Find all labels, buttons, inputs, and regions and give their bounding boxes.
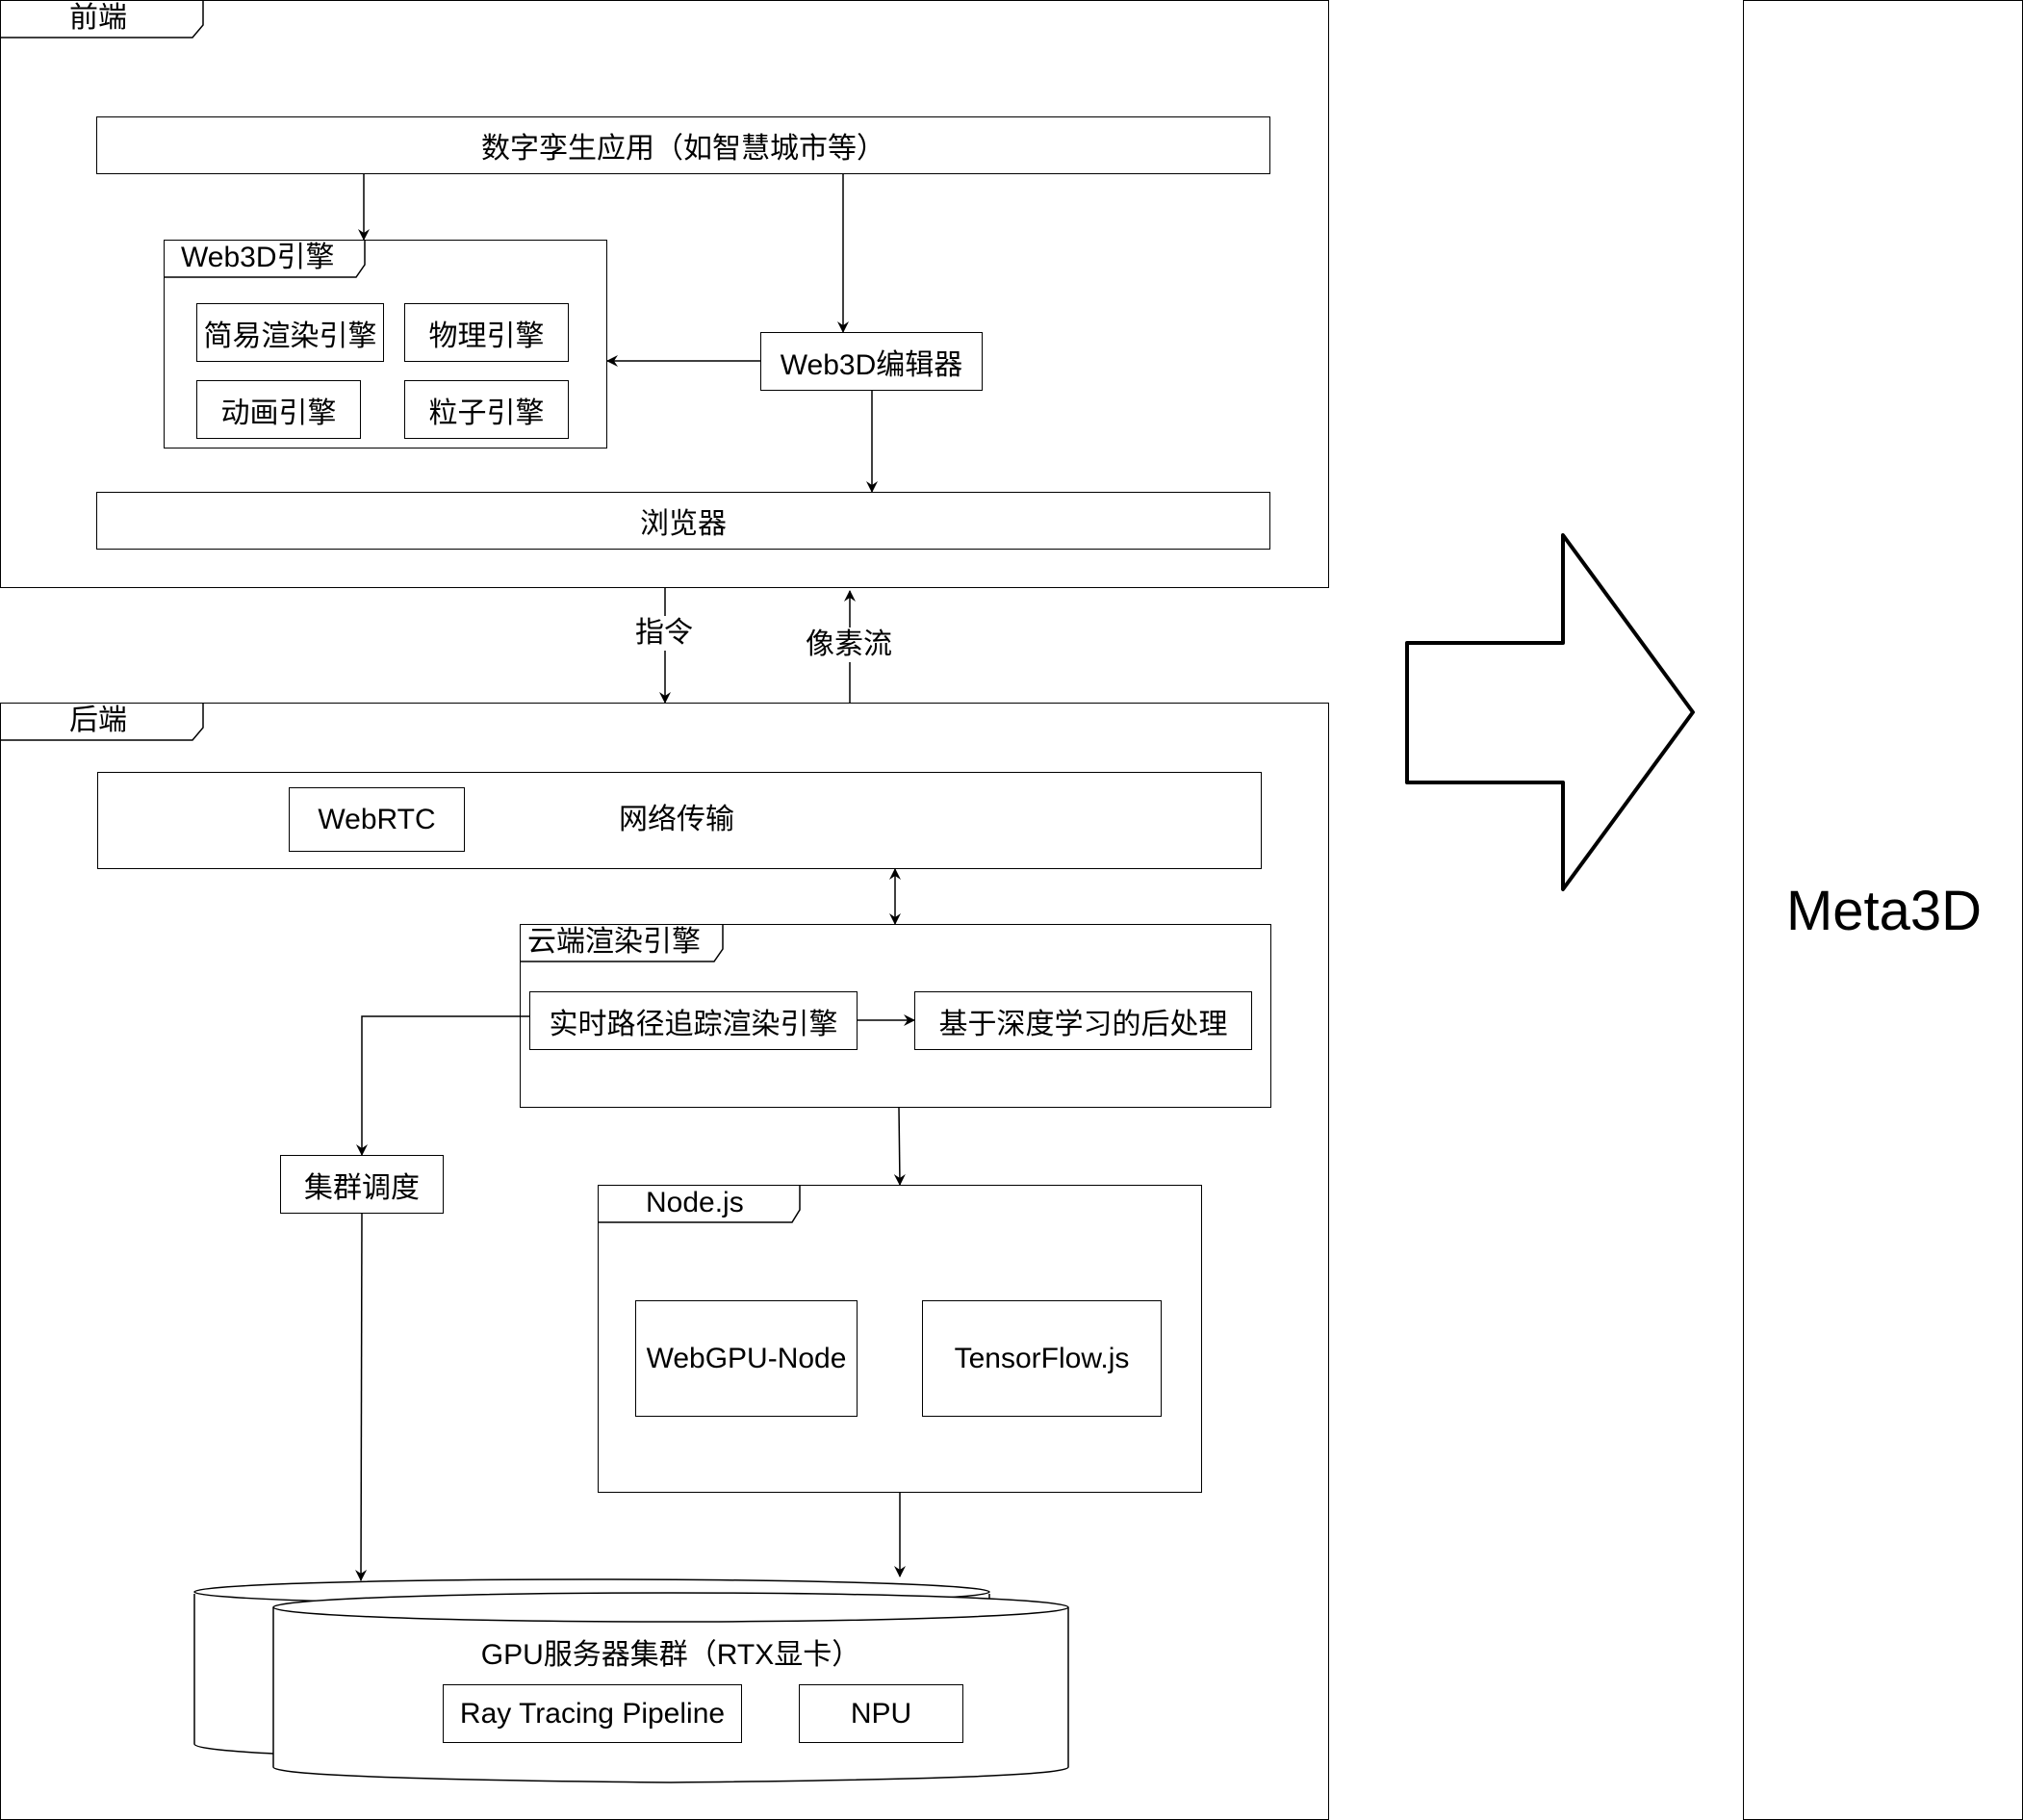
animation-engine-label: 动画引擎 — [220, 397, 337, 429]
tensorflow-js-label: TensorFlow.js — [954, 1342, 1130, 1374]
gpu-cluster-title: GPU服务器集群（RTX显卡） — [480, 1639, 861, 1671]
physics-engine-box[interactable]: 物理引擎 — [404, 303, 569, 362]
gpu-cluster[interactable]: GPU服务器集群（RTX显卡） — [273, 1623, 1068, 1777]
dl-post-processing-label: 基于深度学习的后处理 — [938, 1008, 1228, 1040]
browser-box[interactable]: 浏览器 — [96, 492, 1270, 550]
cluster-scheduling-box[interactable]: 集群调度 — [280, 1155, 444, 1214]
ray-tracing-pipeline-label: Ray Tracing Pipeline — [459, 1697, 726, 1730]
npu-label: NPU — [850, 1697, 912, 1730]
digital-twin-app-box[interactable]: 数字孪生应用（如智慧城市等） — [96, 116, 1270, 174]
particle-engine-label: 粒子引擎 — [428, 397, 545, 429]
web3d-editor-label: Web3D编辑器 — [780, 348, 963, 381]
web3d-engine-title: Web3D引擎 — [181, 242, 335, 273]
simple-render-engine-label: 简易渲染引擎 — [203, 320, 377, 352]
digital-twin-app-label: 数字孪生应用（如智慧城市等） — [481, 133, 885, 165]
ray-tracing-pipeline-box[interactable]: Ray Tracing Pipeline — [443, 1684, 742, 1743]
nodejs-tab: Node.js — [598, 1185, 801, 1223]
meta3d-label: Meta3D — [1785, 880, 1983, 942]
meta3d-panel[interactable]: Meta3D — [1743, 0, 2023, 1820]
npu-box[interactable]: NPU — [799, 1684, 963, 1743]
path-tracing-engine-box[interactable]: 实时路径追踪渲染引擎 — [529, 991, 858, 1050]
command-label: 指令 — [635, 616, 693, 651]
physics-engine-label: 物理引擎 — [428, 320, 545, 352]
simple-render-engine-box[interactable]: 简易渲染引擎 — [196, 303, 384, 362]
particle-engine-box[interactable]: 粒子引擎 — [404, 380, 569, 439]
backend-tab: 后端 — [0, 703, 204, 741]
web3d-engine-tab: Web3D引擎 — [164, 240, 366, 278]
frontend-tab: 前端 — [0, 0, 204, 38]
dl-post-processing-box[interactable]: 基于深度学习的后处理 — [914, 991, 1252, 1050]
network-transport-label: 网络传输 — [619, 804, 734, 835]
webgpu-node-box[interactable]: WebGPU-Node — [635, 1300, 858, 1417]
browser-label: 浏览器 — [640, 508, 727, 540]
cloud-render-engine-tab: 云端渲染引擎 — [520, 924, 724, 962]
frontend-title: 前端 — [69, 2, 127, 34]
webrtc-label: WebRTC — [318, 803, 436, 835]
webrtc-box[interactable]: WebRTC — [289, 787, 465, 852]
backend-title: 后端 — [69, 705, 127, 736]
cloud-render-engine-title: 云端渲染引擎 — [527, 926, 701, 958]
pixel-stream-label: 像素流 — [806, 628, 892, 662]
tensorflow-js-box[interactable]: TensorFlow.js — [922, 1300, 1162, 1417]
animation-engine-box[interactable]: 动画引擎 — [196, 380, 361, 439]
web3d-editor-box[interactable]: Web3D编辑器 — [760, 332, 983, 391]
cluster-scheduling-label: 集群调度 — [304, 1171, 420, 1204]
path-tracing-engine-label: 实时路径追踪渲染引擎 — [549, 1008, 838, 1040]
nodejs-title: Node.js — [646, 1187, 744, 1218]
webgpu-node-label: WebGPU-Node — [646, 1342, 847, 1374]
